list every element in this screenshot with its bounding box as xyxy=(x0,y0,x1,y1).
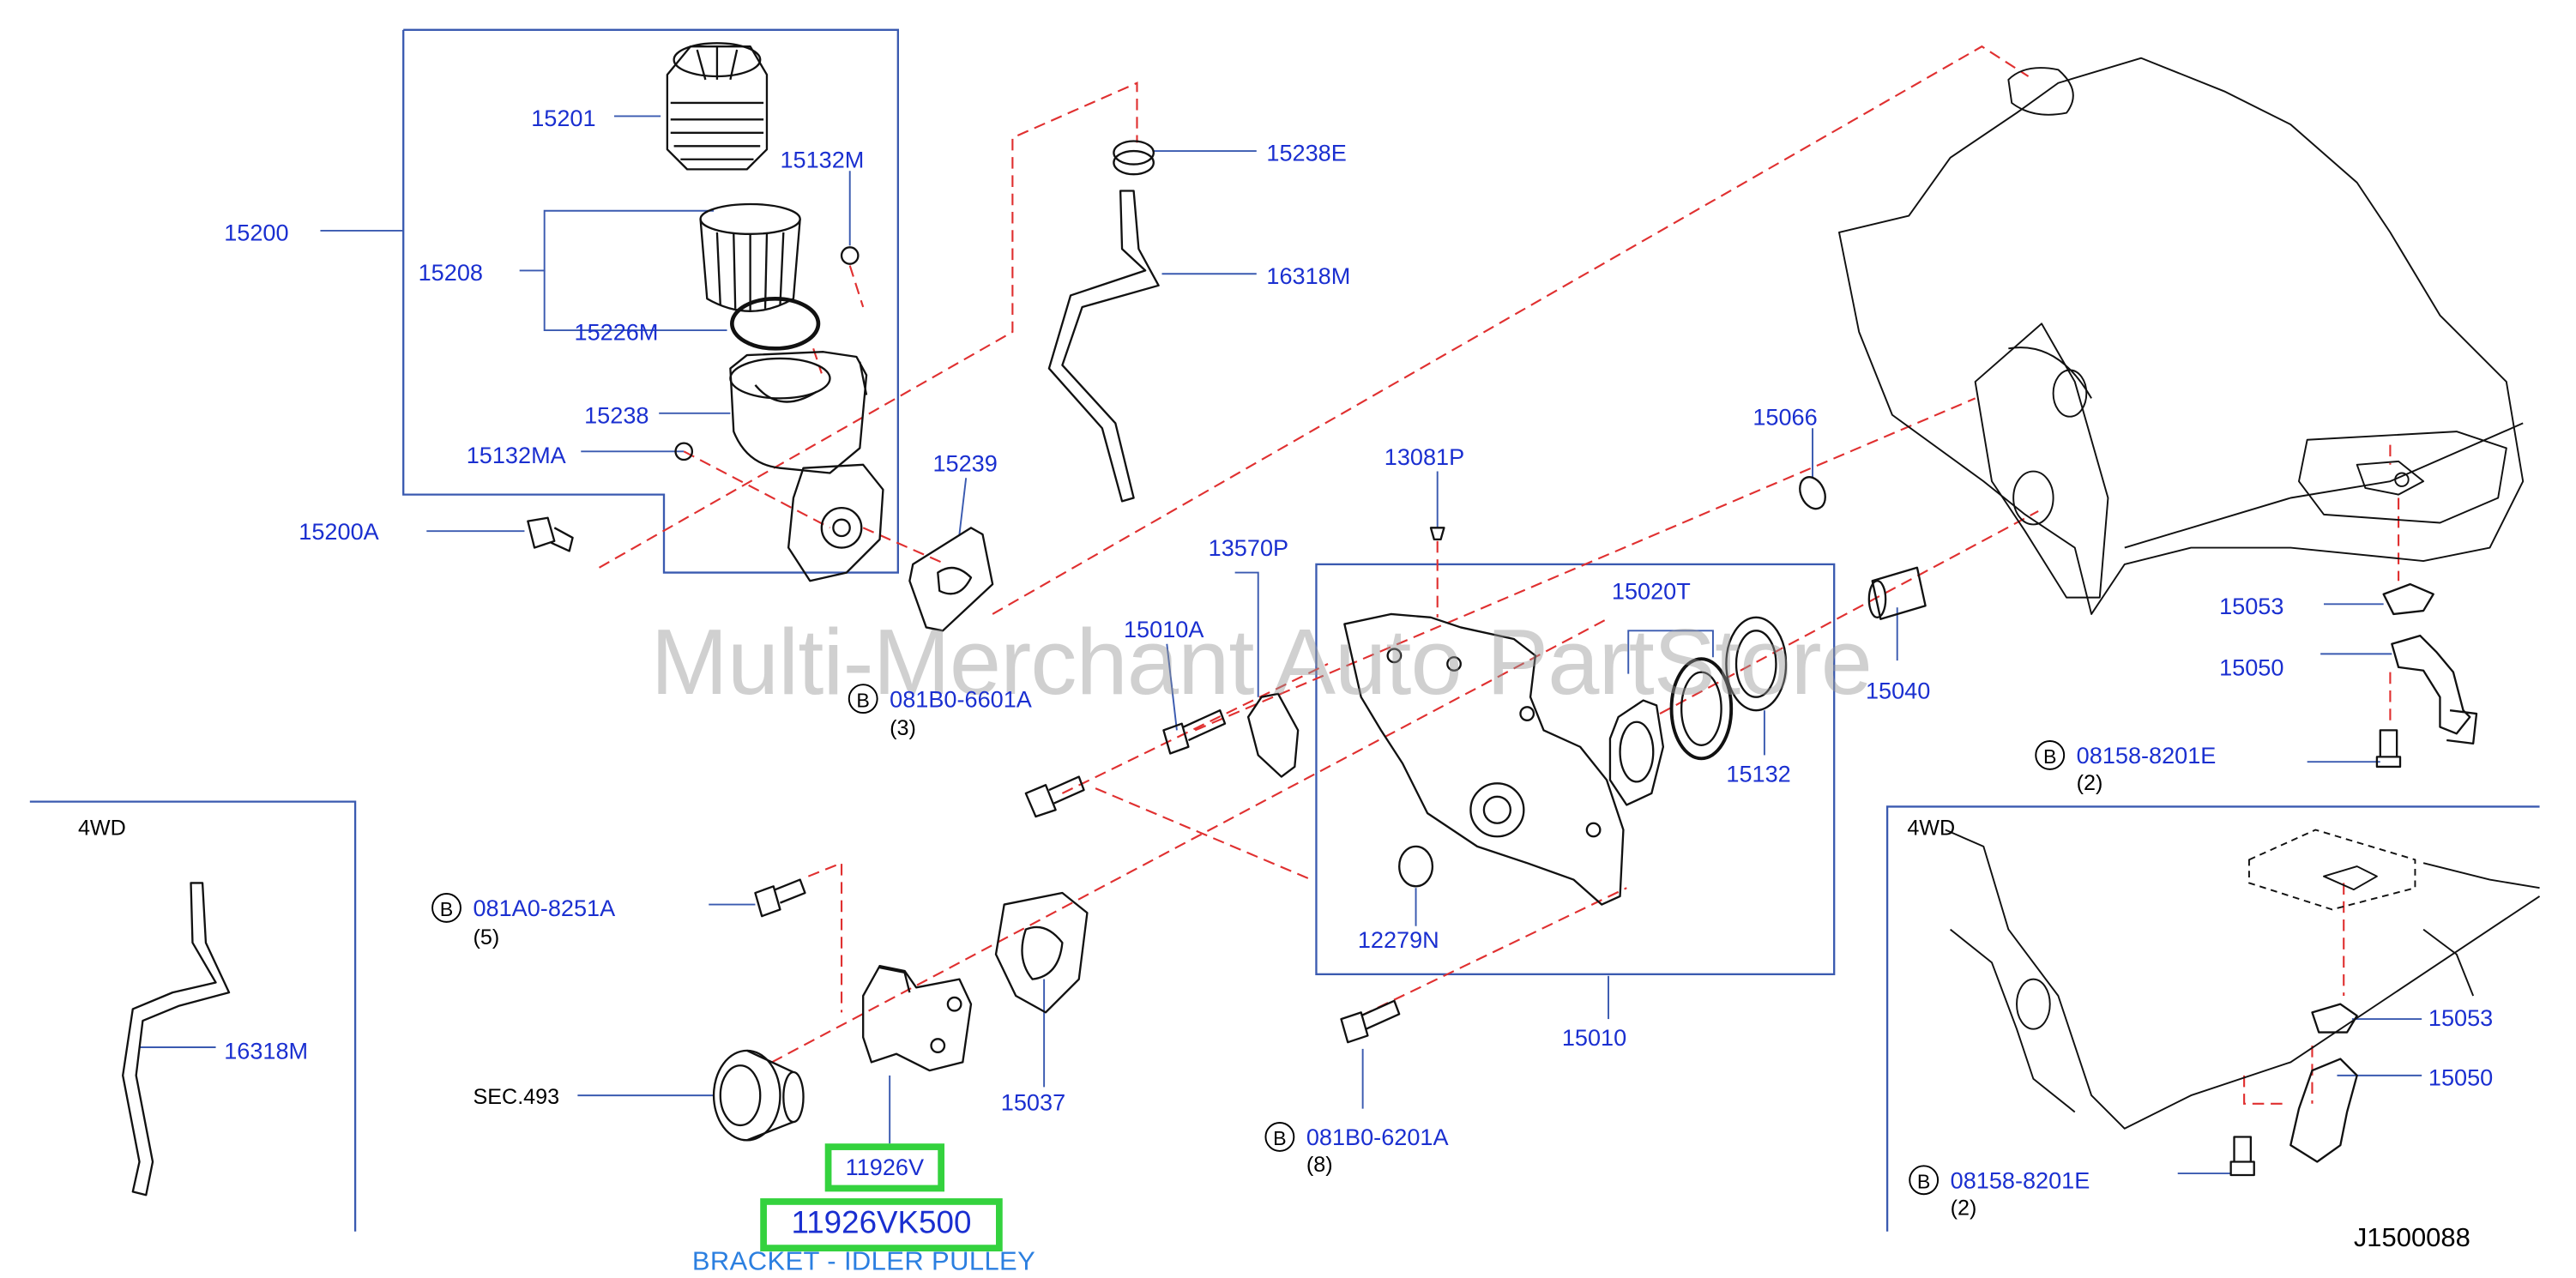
label-15200A[interactable]: 15200A xyxy=(299,517,379,545)
group-box-15010 xyxy=(1315,563,1836,976)
pipe-15050-4wd xyxy=(2289,1058,2358,1163)
bolt-qty: (8) xyxy=(1306,1151,1333,1177)
label-15050-4wd[interactable]: 15050 xyxy=(2428,1064,2494,1091)
parts-diagram: Multi-Merchant Auto PartStore 15201 1513… xyxy=(29,28,2541,1276)
label-15020T[interactable]: 15020T xyxy=(1611,577,1691,605)
idler-pulley-sec493 xyxy=(712,1049,805,1142)
engine-4wd-outline xyxy=(1945,829,2541,1130)
label-15053[interactable]: 15053 xyxy=(2219,592,2284,619)
label-15238[interactable]: 15238 xyxy=(584,401,649,429)
bolt-15200A xyxy=(527,516,574,552)
gasket-13570P xyxy=(1246,692,1300,778)
bolt-08158-8201E xyxy=(2375,729,2402,769)
b-circle-icon: B xyxy=(848,684,878,714)
gasket-15053 xyxy=(2382,582,2434,616)
label-15132MA[interactable]: 15132MA xyxy=(466,441,566,468)
bolt-code-081A0-8251A[interactable]: 081A0-8251A xyxy=(473,894,616,921)
b-circle-icon: B xyxy=(1909,1165,1940,1196)
front-cover-15010 xyxy=(1343,612,1625,906)
label-15200[interactable]: 15200 xyxy=(224,219,289,246)
seal-15132MA xyxy=(674,442,694,461)
bolt-qty: (3) xyxy=(890,714,916,741)
label-15050[interactable]: 15050 xyxy=(2219,654,2284,681)
gasket-15239 xyxy=(908,527,994,632)
gasket-15053-4wd xyxy=(2311,1003,2358,1034)
bracket-11926V xyxy=(862,965,973,1072)
bolt-code-081B0-6201A[interactable]: 081B0-6201A xyxy=(1306,1123,1449,1150)
bolt-081B0-6601A xyxy=(1024,775,1085,818)
label-13081P[interactable]: 13081P xyxy=(1384,443,1465,470)
highlight-part-full[interactable]: 11926VK500 xyxy=(760,1198,1003,1251)
bolt-code-08158-8201E-4wd[interactable]: 08158-8201E xyxy=(1950,1166,2090,1194)
label-15053-4wd[interactable]: 15053 xyxy=(2428,1004,2494,1031)
bolt-qty: (5) xyxy=(473,924,500,949)
pipe-15050 xyxy=(2391,634,2471,735)
gasket-15037 xyxy=(994,891,1089,1014)
bolt-qty: (2) xyxy=(2076,769,2103,795)
engine-block-outline xyxy=(1838,57,2525,615)
label-16318M[interactable]: 16318M xyxy=(1266,262,1351,289)
b-circle-icon: B xyxy=(1264,1122,1295,1152)
label-15040[interactable]: 15040 xyxy=(1865,677,1931,704)
bolt-code-08158-8201E[interactable]: 08158-8201E xyxy=(2076,741,2217,769)
diagram-drawing xyxy=(29,28,2541,1232)
watermark: Multi-Merchant Auto PartStore xyxy=(650,609,1873,714)
label-13570P[interactable]: 13570P xyxy=(1208,534,1289,562)
seal-15040 xyxy=(1867,566,1927,620)
gear-15020T xyxy=(1608,657,1734,806)
seal-15132M xyxy=(840,246,860,265)
label-15238E[interactable]: 15238E xyxy=(1266,139,1347,166)
o-ring-15226M xyxy=(730,296,821,351)
bolt-081B0-6201A xyxy=(1340,999,1401,1044)
seal-15132 xyxy=(1725,616,1788,712)
clamp-15238E xyxy=(1113,140,1155,176)
label-15037[interactable]: 15037 xyxy=(1000,1088,1066,1116)
highlight-part-short[interactable]: 11926V xyxy=(824,1143,945,1192)
label-15132[interactable]: 15132 xyxy=(1726,760,1791,787)
label-12279N[interactable]: 12279N xyxy=(1357,925,1439,953)
label-16318M-4wd[interactable]: 16318M xyxy=(224,1037,309,1064)
label-15066[interactable]: 15066 xyxy=(1753,403,1818,431)
pin-13081P xyxy=(1429,527,1445,541)
frame-label-4wd-right: 4WD xyxy=(1907,815,1956,841)
b-circle-icon: B xyxy=(2035,740,2066,770)
filter-cap-15201 xyxy=(666,42,769,171)
bolt-08158-8201E-4wd xyxy=(2229,1136,2255,1177)
frame-4wd-right xyxy=(1885,805,2540,1232)
group-box-15200 xyxy=(402,28,899,574)
b-circle-icon: B xyxy=(431,893,462,923)
bolt-code-081B0-6601A[interactable]: 081B0-6601A xyxy=(890,685,1032,713)
section-reference[interactable]: SEC.493 xyxy=(473,1083,560,1109)
label-15132M[interactable]: 15132M xyxy=(780,146,865,173)
label-15208[interactable]: 15208 xyxy=(418,258,483,286)
diagram-code: J1500088 xyxy=(2353,1225,2470,1253)
hose-16318M-4wd xyxy=(122,882,231,1197)
seal-12279N xyxy=(1398,845,1434,888)
label-15010A[interactable]: 15010A xyxy=(1123,615,1204,642)
filter-element-15208 xyxy=(699,202,801,312)
label-15239[interactable]: 15239 xyxy=(932,449,998,477)
label-15201[interactable]: 15201 xyxy=(531,104,596,131)
bolt-15010A xyxy=(1162,709,1227,755)
bolt-081A0-8251A xyxy=(754,878,806,918)
part-description: BRACKET - IDLER PULLEY xyxy=(691,1248,1036,1277)
filter-housing-15238 xyxy=(729,351,884,582)
bolt-qty: (2) xyxy=(1950,1195,1977,1221)
frame-label-4wd-left: 4WD xyxy=(77,815,126,841)
label-15226M[interactable]: 15226M xyxy=(574,318,659,346)
frame-4wd-left xyxy=(29,800,357,1232)
label-15010[interactable]: 15010 xyxy=(1561,1023,1627,1051)
o-ring-15066 xyxy=(1799,476,1826,510)
hose-16318M xyxy=(1047,190,1160,503)
